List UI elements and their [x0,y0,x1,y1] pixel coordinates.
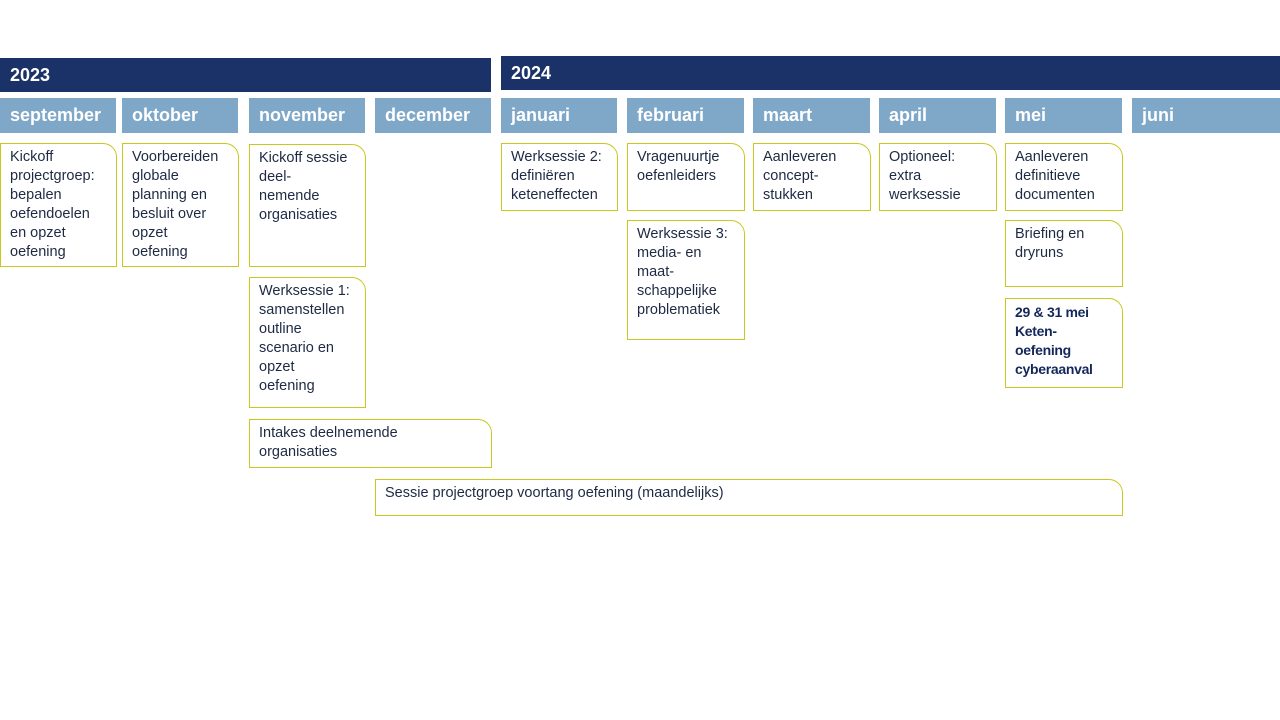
month-september: september [0,98,116,133]
task-optioneel: Optioneel: extra werksessie [879,143,997,211]
month-januari: januari [501,98,617,133]
task-aanleveren-definitieve: Aanleveren definitieve documenten [1005,143,1123,211]
month-label-april: april [889,105,928,125]
task-voorbereiden: Voorbereiden globale planning en besluit… [122,143,239,267]
task-text: Kickoff projectgroep: bepalen oefendoele… [10,149,95,260]
month-december: december [375,98,491,133]
task-text: Werksessie 1: samenstellen outline scena… [259,283,350,394]
month-juni: juni [1132,98,1280,133]
task-briefing: Briefing en dryruns [1005,220,1123,287]
month-mei: mei [1005,98,1122,133]
month-label-juni: juni [1142,105,1174,125]
task-aanleveren-concept: Aanleveren concept- stukken [753,143,871,211]
task-text: Optioneel: extra werksessie [889,149,961,203]
month-label-maart: maart [763,105,813,125]
task-sessie-projectgroep: Sessie projectgroep voortang oefening (m… [375,479,1123,516]
task-text: Briefing en dryruns [1015,226,1085,261]
task-text: 29 & 31 mei Keten- oefening cyberaanval [1015,304,1093,377]
task-ketenoefening: 29 & 31 mei Keten- oefening cyberaanval [1005,298,1123,388]
task-text: Werksessie 3: media- en maat- schappelij… [637,226,728,318]
task-text: Werksessie 2: definiëren keteneffecten [511,149,602,203]
task-werksessie-2: Werksessie 2: definiëren keteneffecten [501,143,618,211]
task-kickoff-sessie: Kickoff sessie deel- nemende organisatie… [249,144,366,267]
year-label-2024: 2024 [511,62,552,83]
month-label-december: december [385,105,471,125]
month-label-oktober: oktober [132,105,199,125]
task-text: Vragenuurtje oefenleiders [637,149,720,184]
task-werksessie-3: Werksessie 3: media- en maat- schappelij… [627,220,745,340]
task-text: Voorbereiden globale planning en besluit… [132,149,219,260]
month-label-september: september [10,105,102,125]
month-maart: maart [753,98,870,133]
task-text: Aanleveren concept- stukken [763,149,837,203]
task-kickoff-projectgroep: Kickoff projectgroep: bepalen oefendoele… [0,143,117,267]
month-november: november [249,98,365,133]
task-text: Kickoff sessie deel- nemende organisatie… [259,150,348,223]
month-label-februari: februari [637,105,705,125]
month-april: april [879,98,996,133]
task-vragenuurtje: Vragenuurtje oefenleiders [627,143,745,211]
month-oktober: oktober [122,98,238,133]
task-text: Intakes deelnemende organisaties [259,425,398,460]
task-werksessie-1: Werksessie 1: samenstellen outline scena… [249,277,366,408]
month-label-mei: mei [1015,105,1047,125]
year-bar-2023: 2023 [0,58,491,92]
month-label-november: november [259,105,346,125]
task-text: Aanleveren definitieve documenten [1015,149,1095,203]
year-label-2023: 2023 [10,64,51,85]
month-label-januari: januari [511,105,571,125]
task-intakes: Intakes deelnemende organisaties [249,419,492,468]
task-text: Sessie projectgroep voortang oefening (m… [385,485,724,501]
month-februari: februari [627,98,744,133]
year-bar-2024: 2024 [501,56,1280,90]
